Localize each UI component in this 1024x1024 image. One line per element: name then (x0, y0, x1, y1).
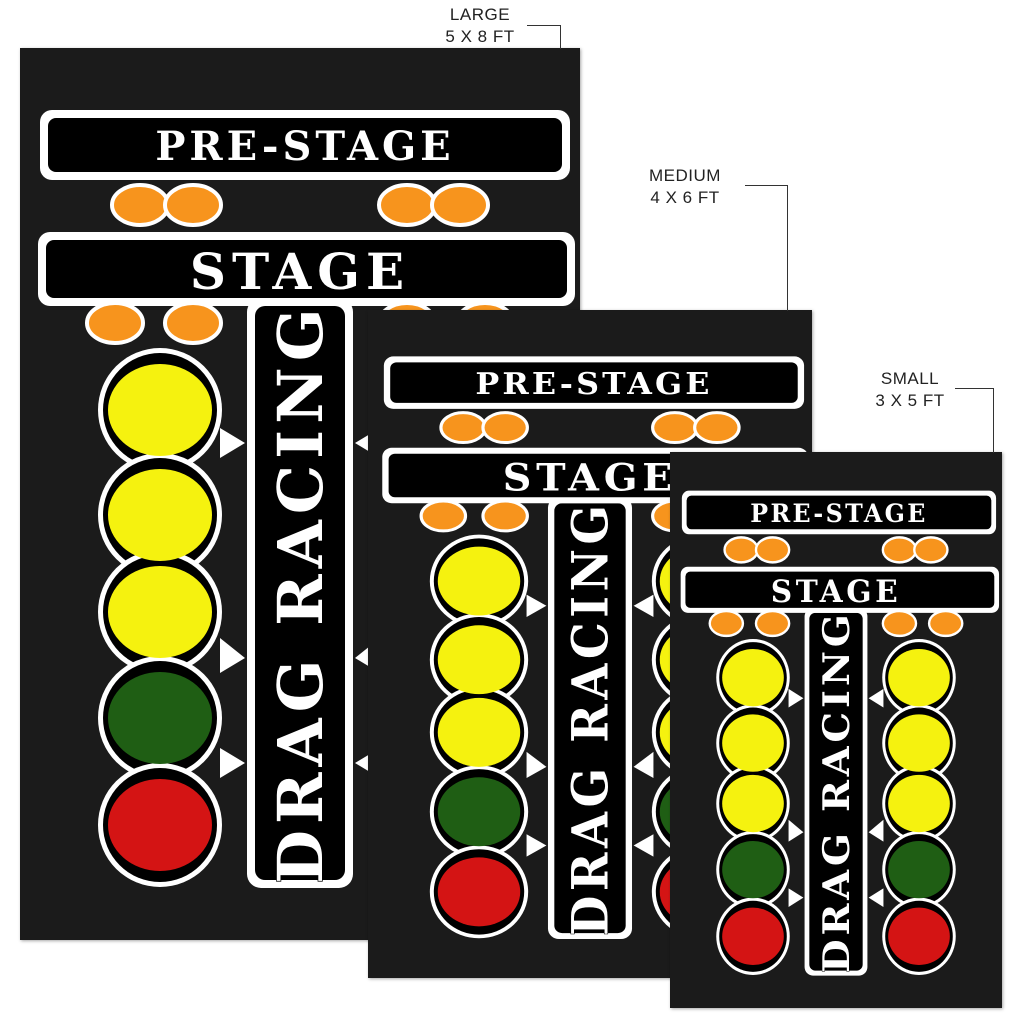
size-name: SMALL (880, 369, 940, 388)
stage-text: STAGE (771, 574, 902, 611)
drag-racing-text: DRAG RACING (815, 611, 858, 973)
size-label-small: SMALL 3 X 5 FT (855, 368, 965, 412)
leader-line-large (527, 25, 561, 49)
stage-text: STAGE (190, 242, 410, 301)
size-dims: 5 X 8 FT (445, 27, 515, 46)
drag-racing-text: DRAG RACING (264, 302, 337, 884)
size-label-medium: MEDIUM 4 X 6 FT (630, 165, 740, 209)
leader-line-medium (745, 185, 788, 311)
rug-large: PRE-STAGE STAGE (20, 48, 580, 940)
pre-stage-text: PRE-STAGE (475, 367, 712, 402)
pre-stage-text: PRE-STAGE (155, 123, 454, 170)
rug-small: PRE-STAGE STAGE (670, 452, 1002, 1008)
drag-racing-text: DRAG RACING (562, 500, 620, 935)
size-name: MEDIUM (649, 166, 721, 185)
stage-text: STAGE (503, 456, 678, 500)
size-dims: 3 X 5 FT (875, 391, 945, 410)
pre-stage-text: PRE-STAGE (750, 498, 927, 528)
size-dims: 4 X 6 FT (650, 188, 720, 207)
size-label-large: LARGE 5 X 8 FT (420, 4, 540, 48)
leader-line-small (955, 388, 994, 453)
size-name: LARGE (449, 5, 511, 24)
